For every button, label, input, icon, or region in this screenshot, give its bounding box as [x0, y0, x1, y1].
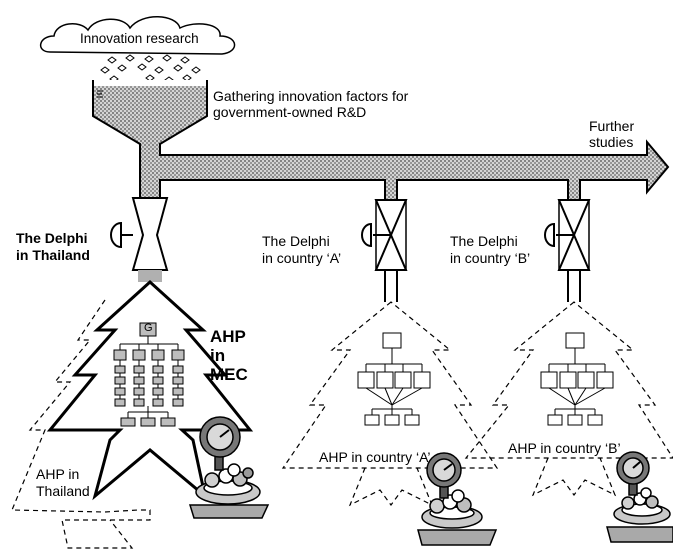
goal-node-label: G — [144, 322, 153, 334]
delphi-b-line-1: The Delphi — [450, 233, 518, 249]
ahp-a-label: AHP in country ‘A’ — [319, 449, 431, 465]
tree-icon — [11, 299, 151, 549]
hierarchy-icon — [113, 322, 185, 427]
delphi-a-line-1: The Delphi — [262, 233, 330, 249]
cloud-icon — [40, 16, 236, 55]
tree-icon — [464, 301, 673, 497]
ahp-b-label: AHP in country ‘B’ — [508, 440, 621, 456]
delphi-b-line-2: in country ‘B’ — [450, 250, 531, 266]
valve-icon — [110, 197, 169, 282]
tree-icon — [46, 279, 254, 501]
ahp-mec-line-3: MEC — [210, 365, 248, 384]
balance-scale-icon — [417, 452, 498, 546]
valve-icon — [544, 199, 591, 302]
cloud-label: Innovation research — [80, 31, 199, 46]
arrow-label-line-2: studies — [589, 134, 634, 150]
delphi-a-line-2: in country ‘A’ — [262, 250, 342, 266]
ahp-mec-line-2: in — [210, 346, 226, 365]
balance-scale-icon — [606, 451, 673, 543]
delphi-thailand-line-1: The Delphi — [16, 230, 88, 246]
hierarchy-icon — [540, 332, 614, 426]
ahp-mec-line-1: AHP — [210, 327, 246, 346]
funnel-caption-line-2: government-owned R&D — [213, 104, 367, 120]
ahp-thailand-line-2: Thailand — [36, 483, 90, 499]
funnel-caption-line-1: Gathering innovation factors for — [213, 88, 409, 104]
hierarchy-icon — [357, 332, 431, 426]
valve-icon — [361, 199, 408, 302]
balance-scale-icon — [188, 416, 270, 519]
ahp-thailand-line-1: AHP in — [36, 466, 80, 482]
delphi-thailand-line-2: in Thailand — [16, 247, 90, 263]
arrow-label-line-1: Further — [589, 118, 635, 134]
raindrops — [100, 54, 201, 84]
